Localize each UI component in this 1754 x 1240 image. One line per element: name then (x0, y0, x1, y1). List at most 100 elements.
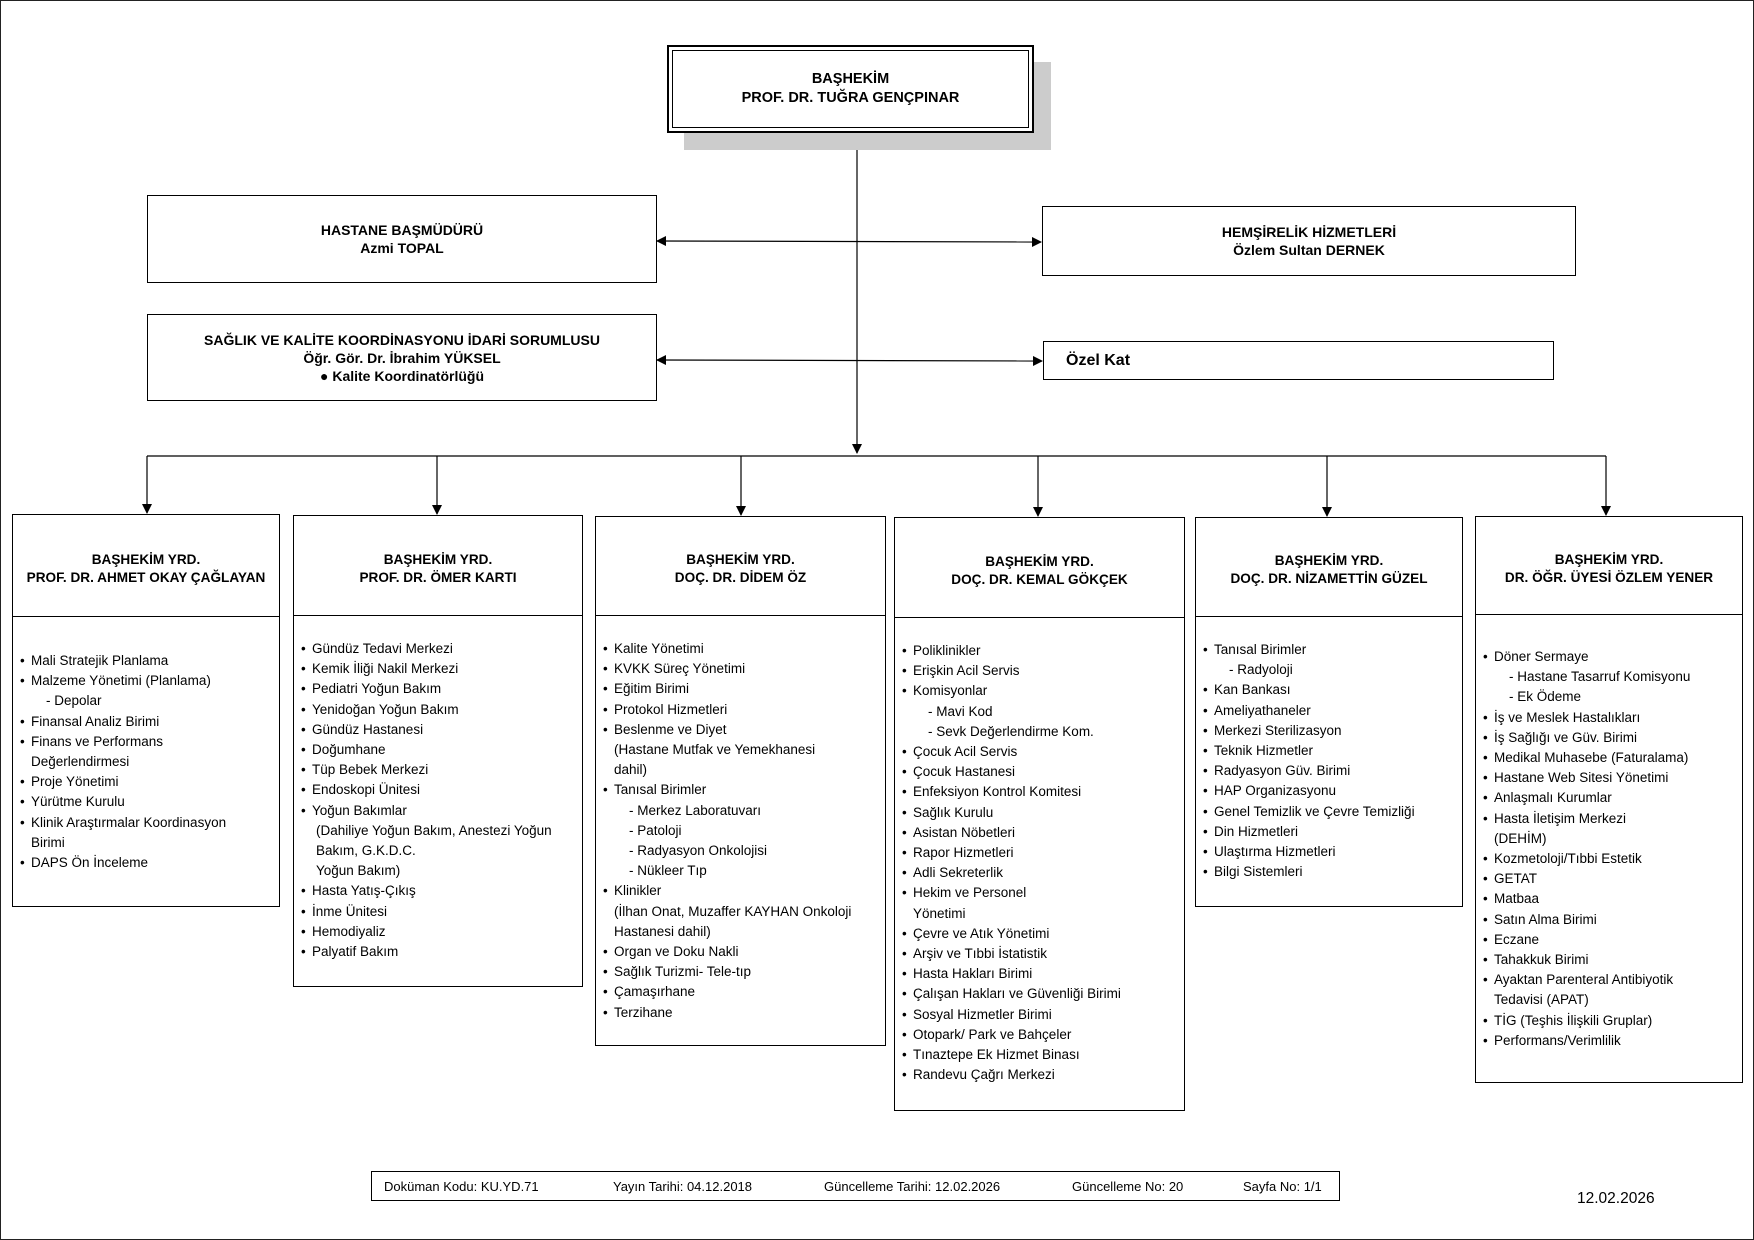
unit-list-item: Kalite Yönetimi (601, 639, 885, 659)
unit-list-item: Tınaztepe Ek Hizmet Binası (900, 1045, 1184, 1065)
unit-sub-item: - Radyoloji (1229, 662, 1293, 678)
unit-sub-item: - Mavi Kod (928, 703, 993, 719)
unit-list-item: TİG (Teşhis İlişkili Gruplar) (1481, 1011, 1742, 1031)
unit-list-item: Pediatri Yoğun Bakım (299, 679, 582, 699)
unit-sub-item: - Sevk Değerlendirme Kom. (928, 723, 1094, 739)
unit-list-item: DAPS Ön İnceleme (18, 853, 279, 873)
unit-list-item: Tanısal Birimler (1201, 640, 1462, 660)
unit-list-item: Matbaa (1481, 889, 1742, 909)
deputy-unit-list: Gündüz Tedavi MerkeziKemik İliği Nakil M… (294, 639, 582, 962)
deputy-unit-list: PolikliniklerErişkin Acil ServisKomisyon… (895, 641, 1184, 1086)
document-info-footer: Doküman Kodu: KU.YD.71 Yayın Tarihi: 04.… (371, 1171, 1340, 1201)
update-number: Güncelleme No: 20 (1072, 1178, 1184, 1194)
unit-list-item: Yoğun Bakımlar (299, 801, 582, 821)
unit-list-item: Çevre ve Atık Yönetimi (900, 924, 1184, 944)
update-date: Güncelleme Tarihi: 12.02.2026 (824, 1178, 1001, 1194)
deputy-header: BAŞHEKİM YRD. DOÇ. DR. DİDEM ÖZ (596, 517, 885, 616)
unit-list-item: Asistan Nöbetleri (900, 823, 1184, 843)
private-floor-box: Özel Kat (1043, 341, 1554, 380)
chief-physician-box: BAŞHEKİM PROF. DR. TUĞRA GENÇPINAR (667, 45, 1034, 133)
director-nursing-link (656, 236, 1042, 247)
unit-sub-item: - Patoloji (629, 822, 682, 838)
unit-list-item: Rapor Hizmetleri (900, 843, 1184, 863)
unit-list-item: Kan Bankası (1201, 680, 1462, 700)
deputy-unit-list: Mali Stratejik PlanlamaMalzeme Yönetimi … (13, 651, 279, 873)
unit-list-item: Hasta Hakları Birimi (900, 964, 1184, 984)
unit-list-item: Randevu Çağrı Merkezi (900, 1065, 1184, 1085)
unit-list-item: Finans ve Performans (18, 732, 279, 752)
unit-item-continuation: Hastanesi dahil) (614, 923, 711, 939)
unit-list-item: Ameliyathaneler (1201, 701, 1462, 721)
unit-list-item: Poliklinikler (900, 641, 1184, 661)
unit-list-item: Terzihane (601, 1003, 885, 1023)
unit-list-item: Arşiv ve Tıbbi İstatistik (900, 944, 1184, 964)
unit-list-item: Bilgi Sistemleri (1201, 862, 1462, 882)
unit-list-item: Sosyal Hizmetler Birimi (900, 1005, 1184, 1025)
unit-sub-item: - Radyasyon Onkolojisi (629, 843, 768, 859)
unit-list-item: Klinik Araştırmalar Koordinasyon (18, 813, 279, 833)
deputy-title: BAŞHEKİM YRD. (383, 551, 493, 567)
unit-list-item: Hasta Yatış-Çıkış (299, 881, 582, 901)
unit-sub-item: - Hastane Tasarruf Komisyonu (1509, 669, 1691, 685)
deputy-title: BAŞHEKİM YRD. (1554, 551, 1664, 567)
deputy-title: BAŞHEKİM YRD. (686, 552, 795, 567)
director-name: Azmi TOPAL (360, 240, 444, 256)
deputy-title: BAŞHEKİM YRD. (1274, 553, 1384, 568)
unit-list-item: Kemik İliği Nakil Merkezi (299, 659, 582, 679)
chief-name: PROF. DR. TUĞRA GENÇPINAR (741, 90, 960, 106)
deputy-name: DR. ÖĞR. ÜYESİ ÖZLEM YENER (1504, 569, 1714, 585)
unit-item-continuation: Yönetimi (913, 905, 966, 921)
unit-list-item: KVKK Süreç Yönetimi (601, 659, 885, 679)
unit-list-item: Gündüz Hastanesi (299, 720, 582, 740)
deputy-box-1: BAŞHEKİM YRD. PROF. DR. AHMET OKAY ÇAĞLA… (12, 514, 280, 907)
quality-title: SAĞLIK VE KALİTE KOORDİNASYONU İDARİ SOR… (204, 331, 600, 348)
unit-list-item: Proje Yönetimi (18, 772, 279, 792)
unit-item-continuation: dahil) (614, 762, 648, 778)
quality-privatefloor-link (656, 355, 1043, 366)
deputy-name: DOÇ. DR. NİZAMETTİN GÜZEL (1230, 571, 1428, 586)
page-number: Sayfa No: 1/1 (1243, 1178, 1322, 1194)
unit-list-item: Palyatif Bakım (299, 942, 582, 962)
deputy-box-2: BAŞHEKİM YRD. PROF. DR. ÖMER KARTI Gündü… (293, 515, 583, 987)
deputy-header: BAŞHEKİM YRD. PROF. DR. AHMET OKAY ÇAĞLA… (13, 515, 279, 617)
unit-list-item: Teknik Hizmetler (1201, 741, 1462, 761)
quality-coordination-box: SAĞLIK VE KALİTE KOORDİNASYONU İDARİ SOR… (147, 314, 657, 401)
deputy-header: BAŞHEKİM YRD. PROF. DR. ÖMER KARTI (294, 516, 582, 616)
unit-list-item: Finansal Analiz Birimi (18, 712, 279, 732)
unit-list-item: Hemodiyaliz (299, 922, 582, 942)
unit-list-item: Hasta İletişim Merkezi (1481, 809, 1742, 829)
unit-list-item: Medikal Muhasebe (Faturalama) (1481, 748, 1742, 768)
deputy-unit-list: Kalite YönetimiKVKK Süreç YönetimiEğitim… (596, 639, 885, 1023)
publication-date: Yayın Tarihi: 04.12.2018 (613, 1178, 753, 1194)
unit-list-item: Çamaşırhane (601, 982, 885, 1002)
deputy-header: BAŞHEKİM YRD. DOÇ. DR. KEMAL GÖKÇEK (895, 518, 1184, 618)
unit-list-item: İnme Ünitesi (299, 902, 582, 922)
unit-list-item: Eczane (1481, 930, 1742, 950)
deputy-box-4: BAŞHEKİM YRD. DOÇ. DR. KEMAL GÖKÇEK Poli… (894, 517, 1185, 1111)
unit-list-item: Performans/Verimlilik (1481, 1031, 1742, 1051)
unit-list-item: Doğumhane (299, 740, 582, 760)
unit-list-item: Adli Sekreterlik (900, 863, 1184, 883)
unit-list-item: Organ ve Doku Nakli (601, 942, 885, 962)
unit-list-item: Döner Sermaye (1481, 647, 1742, 667)
unit-list-item: Endoskopi Ünitesi (299, 780, 582, 800)
unit-list-item: Yenidoğan Yoğun Bakım (299, 700, 582, 720)
unit-list-item: İş Sağlığı ve Güv. Birimi (1481, 728, 1742, 748)
deputy-title: BAŞHEKİM YRD. (91, 551, 201, 567)
deputy-name: PROF. DR. AHMET OKAY ÇAĞLAYAN (26, 569, 266, 585)
unit-item-continuation: Bakım, G.K.D.C. (316, 843, 416, 859)
deputy-unit-list: Tanısal Birimler - RadyolojiKan BankasıAm… (1196, 640, 1462, 883)
unit-list-item: Tahakkuk Birimi (1481, 950, 1742, 970)
nursing-title: HEMŞİRELİK HİZMETLERİ (1221, 224, 1397, 240)
quality-item: ● Kalite Koordinatörlüğü (319, 367, 484, 384)
deputy-name: PROF. DR. ÖMER KARTI (359, 569, 517, 585)
deputy-unit-list: Döner Sermaye - Hastane Tasarruf Komisyon… (1476, 647, 1742, 1051)
unit-sub-item: - Nükleer Tıp (629, 863, 707, 879)
unit-list-item: Enfeksiyon Kontrol Komitesi (900, 782, 1184, 802)
nursing-services-box: HEMŞİRELİK HİZMETLERİ Özlem Sultan DERNE… (1042, 206, 1576, 276)
unit-list-item: Yürütme Kurulu (18, 792, 279, 812)
unit-sub-item: - Depolar (46, 693, 102, 709)
unit-list-item: Hastane Web Sitesi Yönetimi (1481, 768, 1742, 788)
doc-code: Doküman Kodu: KU.YD.71 (384, 1178, 539, 1194)
